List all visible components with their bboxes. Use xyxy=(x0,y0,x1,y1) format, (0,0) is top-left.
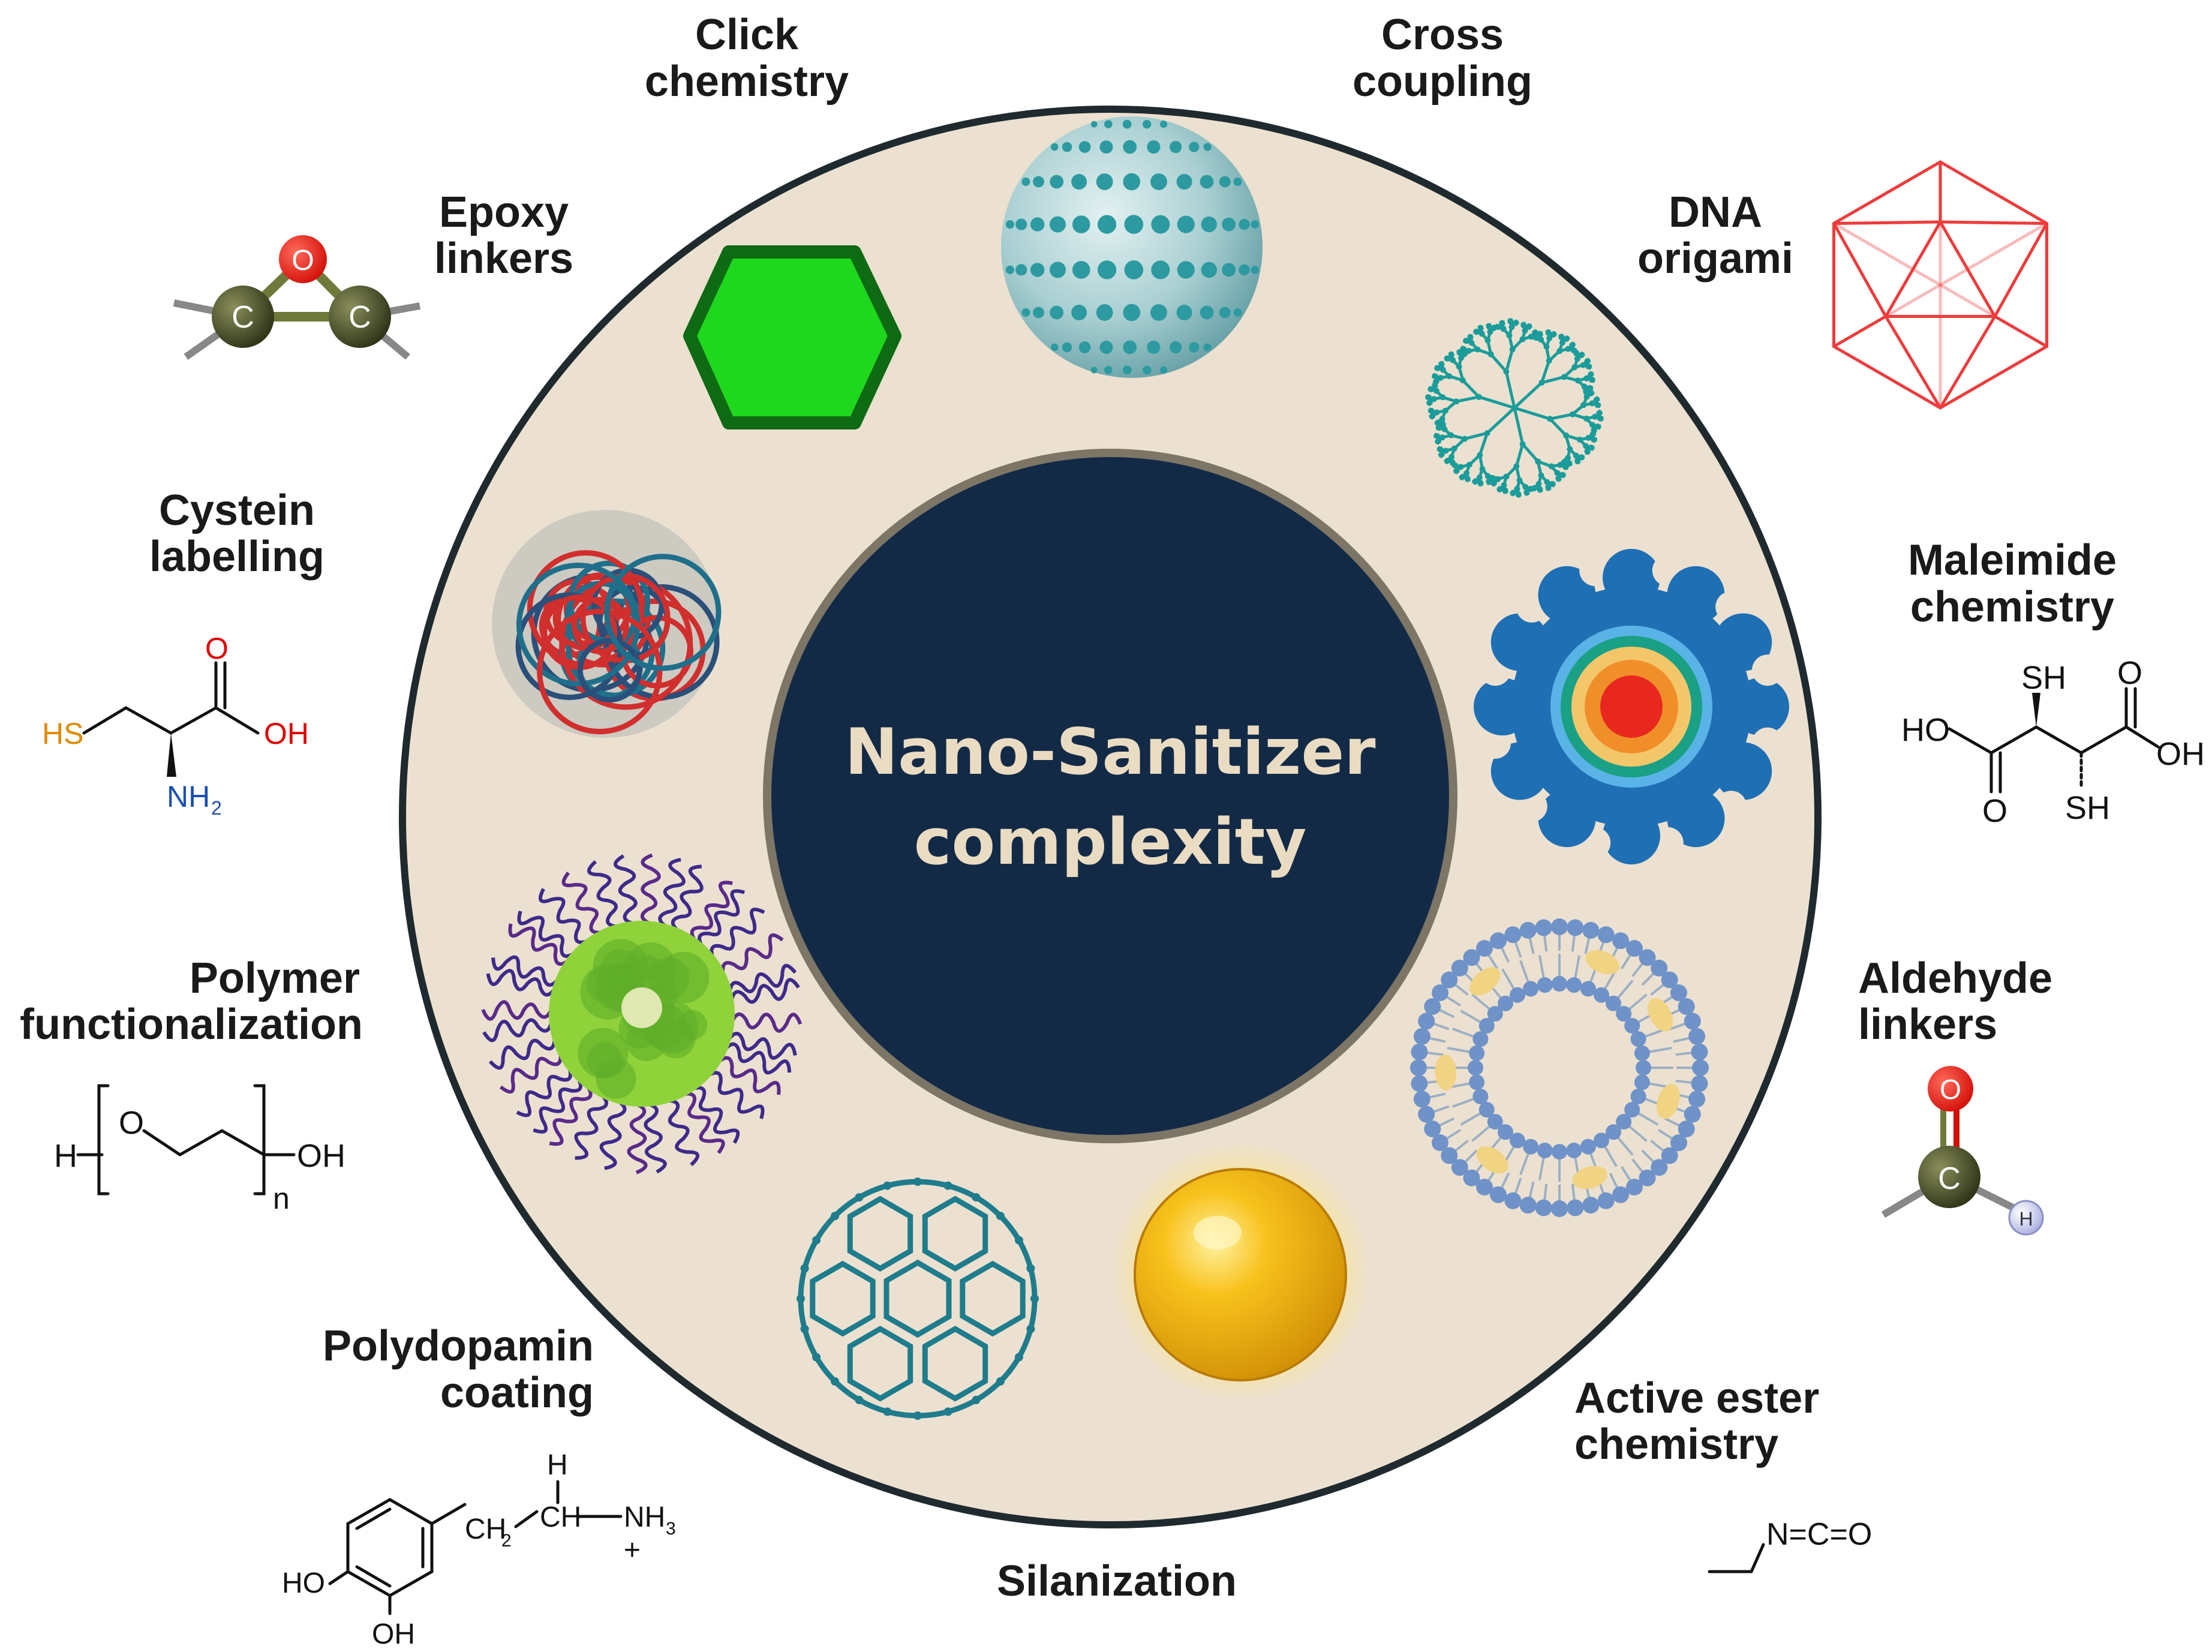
svg-text:NH: NH xyxy=(167,780,210,813)
svg-text:2: 2 xyxy=(211,797,222,819)
svg-text:chemistry: chemistry xyxy=(645,58,849,106)
svg-text:O: O xyxy=(1940,1074,1961,1105)
svg-text:DNA: DNA xyxy=(1669,188,1762,236)
micelle-shell-icon xyxy=(1474,549,1789,864)
svg-text:O: O xyxy=(2117,655,2142,691)
cysteine-structure: HS O OH NH 2 xyxy=(42,632,309,819)
svg-text:n: n xyxy=(273,1182,290,1215)
label-polydopamin-coating: Polydopamin coating xyxy=(323,1322,594,1417)
isocyanate-structure: N=C=O xyxy=(1708,1517,1872,1573)
label-dna-origami: DNA origami xyxy=(1637,188,1793,283)
svg-text:origami: origami xyxy=(1637,235,1793,283)
svg-text:HO: HO xyxy=(282,1567,325,1599)
svg-text:Active ester: Active ester xyxy=(1574,1374,1819,1422)
svg-text:NH: NH xyxy=(624,1501,665,1533)
dna-origami-icosahedron-icon xyxy=(1832,160,2048,410)
svg-text:N=C=O: N=C=O xyxy=(1766,1517,1872,1552)
svg-text:linkers: linkers xyxy=(1858,1001,1997,1049)
svg-text:H: H xyxy=(2019,1208,2033,1230)
maleimide-structure: HO O SH SH O OH xyxy=(1901,655,2205,829)
svg-text:HO: HO xyxy=(1901,712,1950,748)
svg-text:O: O xyxy=(205,632,229,665)
label-polymer-functionalization: Polymer functionalization xyxy=(20,954,363,1049)
label-aldehyde-linkers: Aldehyde linkers xyxy=(1858,954,2052,1049)
svg-text:OH: OH xyxy=(372,1618,415,1650)
svg-text:chemistry: chemistry xyxy=(1574,1420,1778,1468)
dotted-sphere-icon xyxy=(1001,116,1263,378)
dopamine-structure: CH 2 CH H NH 3 + HO OH xyxy=(282,1449,676,1650)
svg-text:O: O xyxy=(291,245,314,277)
svg-text:linkers: linkers xyxy=(434,235,573,283)
polymer-coated-particle-icon xyxy=(481,853,803,1175)
svg-text:Click: Click xyxy=(695,11,799,59)
dendrimer-icon xyxy=(1425,318,1604,498)
liposome-icon xyxy=(1410,918,1709,1217)
epoxy-structure: O C C xyxy=(173,235,421,360)
svg-text:2: 2 xyxy=(501,1531,512,1551)
gold-nanoparticle-icon xyxy=(1110,1141,1371,1402)
svg-text:chemistry: chemistry xyxy=(1910,583,2114,631)
svg-text:Aldehyde: Aldehyde xyxy=(1858,954,2052,1002)
hexagon-nanoparticle-icon xyxy=(683,245,901,429)
label-active-ester-chemistry: Active ester chemistry xyxy=(1574,1374,1819,1468)
center-title-line2: complexity xyxy=(914,805,1307,879)
svg-text:Polydopamin: Polydopamin xyxy=(323,1322,594,1370)
svg-text:coating: coating xyxy=(440,1369,594,1417)
svg-text:OH: OH xyxy=(297,1138,345,1174)
svg-text:Maleimide: Maleimide xyxy=(1908,536,2117,584)
svg-text:3: 3 xyxy=(666,1519,676,1539)
svg-text:Cystein: Cystein xyxy=(159,486,315,534)
svg-text:H: H xyxy=(54,1138,77,1174)
label-cross-coupling: Cross coupling xyxy=(1353,11,1532,106)
aldehyde-structure: O C H xyxy=(1881,1066,2044,1236)
fullerene-icon xyxy=(797,1178,1039,1420)
svg-text:C: C xyxy=(348,300,371,335)
svg-text:OH: OH xyxy=(2156,736,2205,772)
label-maleimide-chemistry: Maleimide chemistry xyxy=(1908,536,2117,631)
svg-text:O: O xyxy=(119,1105,144,1141)
label-epoxy-linkers: Epoxy linkers xyxy=(434,188,573,283)
polymer-tangle-icon xyxy=(492,510,722,738)
svg-text:Polymer: Polymer xyxy=(190,954,360,1002)
center-title-line1: Nano-Sanitizer xyxy=(844,715,1375,789)
svg-text:C: C xyxy=(232,300,254,335)
svg-text:OH: OH xyxy=(264,717,309,750)
svg-text:HS: HS xyxy=(42,717,83,750)
svg-text:SH: SH xyxy=(2065,790,2110,826)
svg-text:coupling: coupling xyxy=(1353,58,1532,106)
label-cystein-labelling: Cystein labelling xyxy=(149,486,324,581)
svg-text:labelling: labelling xyxy=(149,533,324,581)
svg-text:C: C xyxy=(1938,1161,1961,1196)
label-silanization: Silanization xyxy=(997,1557,1237,1605)
center-disc xyxy=(763,449,1457,1143)
svg-text:Epoxy: Epoxy xyxy=(439,188,569,236)
svg-text:O: O xyxy=(1982,793,2007,829)
svg-text:Cross: Cross xyxy=(1381,11,1504,59)
svg-text:H: H xyxy=(547,1449,568,1481)
svg-text:CH: CH xyxy=(540,1501,581,1533)
svg-text:+: + xyxy=(624,1534,641,1566)
svg-text:CH: CH xyxy=(465,1513,506,1545)
peg-structure: H O OH n xyxy=(54,1084,345,1215)
svg-text:functionalization: functionalization xyxy=(20,1001,363,1049)
svg-text:SH: SH xyxy=(2021,660,2066,696)
label-click-chemistry: Click chemistry xyxy=(645,11,849,106)
